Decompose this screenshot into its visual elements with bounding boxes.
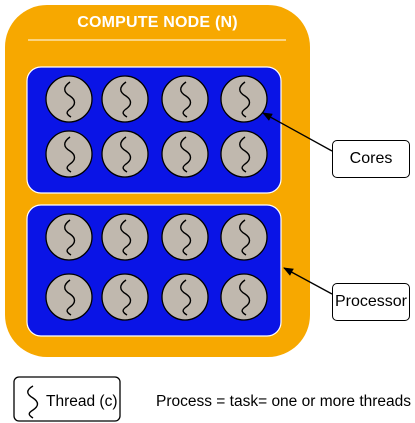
core-thread-icon (180, 279, 192, 316)
core-circle (161, 213, 209, 261)
core-thread-icon (64, 279, 76, 316)
legend-thread-icon (27, 385, 39, 419)
core-circle (101, 213, 149, 261)
core (161, 213, 209, 261)
cores-callout-label: Cores (349, 150, 393, 167)
core (161, 273, 209, 321)
core (220, 273, 268, 321)
core-circle (161, 130, 209, 178)
legend-thread-label: Thread (c) (46, 393, 118, 410)
core-circle (45, 75, 93, 123)
core (101, 273, 149, 321)
cores-callout: Cores (332, 140, 410, 178)
core-thread-icon (180, 81, 192, 118)
core-circle (101, 130, 149, 178)
core (45, 273, 93, 321)
core (45, 213, 93, 261)
core-circle (45, 213, 93, 261)
core-thread-icon (120, 279, 132, 316)
core-thread-icon (239, 136, 251, 173)
core-circle (101, 75, 149, 123)
core-thread-icon (120, 136, 132, 173)
core-thread-icon (120, 219, 132, 256)
core-circle (220, 273, 268, 321)
processor-callout: Processor (332, 283, 410, 321)
core-thread-icon (239, 279, 251, 316)
core (45, 130, 93, 178)
core (220, 75, 268, 123)
legend-thread-box (13, 376, 121, 422)
core-circle (161, 75, 209, 123)
core-circle (101, 273, 149, 321)
compute-node-title: COMPUTE NODE (N) (77, 14, 238, 31)
legend-process-description: Process = task= one or more threads (156, 393, 412, 410)
core-circle (45, 130, 93, 178)
processor-callout-label: Processor (334, 293, 408, 310)
core (161, 75, 209, 123)
processor-1 (26, 66, 282, 194)
core-thread-icon (64, 136, 76, 173)
core-circle (220, 130, 268, 178)
core-thread-icon (180, 219, 192, 256)
core (220, 213, 268, 261)
core (161, 130, 209, 178)
core-thread-icon (64, 81, 76, 118)
core (101, 75, 149, 123)
core-thread-icon (64, 219, 76, 256)
core (45, 75, 93, 123)
core-thread-icon (239, 81, 251, 118)
core-circle (45, 273, 93, 321)
core-circle (220, 213, 268, 261)
core (220, 130, 268, 178)
core-circle (220, 75, 268, 123)
cores-callout-arrow (262, 112, 333, 152)
core-thread-icon (180, 136, 192, 173)
core-thread-icon (239, 219, 251, 256)
processor-callout-arrow (283, 267, 333, 295)
processor-2 (26, 204, 282, 337)
core-thread-icon (120, 81, 132, 118)
core (101, 213, 149, 261)
core-circle (161, 273, 209, 321)
core (101, 130, 149, 178)
